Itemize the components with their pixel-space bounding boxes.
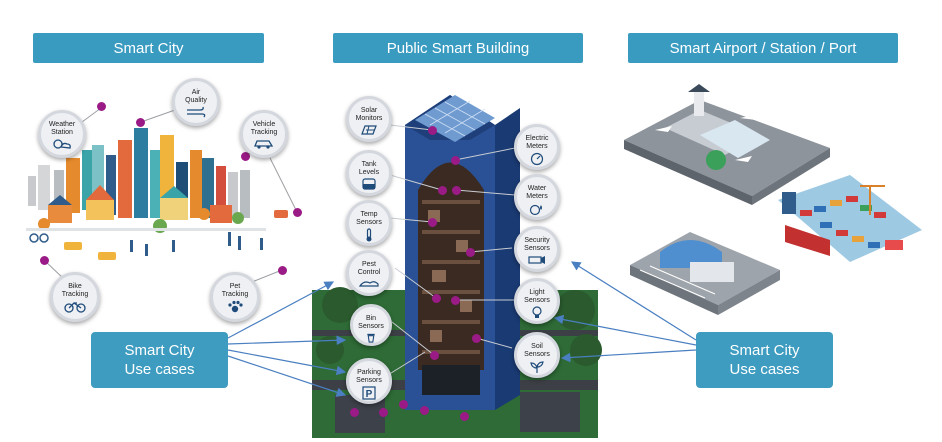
connector-dot	[451, 156, 460, 165]
bubble-pest-control: Pest Control	[346, 250, 392, 296]
pet-tracking-label: Pet Tracking	[221, 283, 249, 298]
security-sensors-label: Security Sensors	[524, 237, 550, 252]
pest-control-label: Pest Control	[357, 261, 381, 276]
connector-dot	[399, 400, 408, 409]
solar-panel-icon	[361, 125, 377, 135]
header-public-building-label: Public Smart Building	[386, 39, 530, 57]
airport-illustration	[624, 84, 830, 205]
weather-station-label: Weather Station	[48, 121, 76, 136]
bubble-light-sensors: Light Sensors	[514, 278, 560, 324]
connector-dot	[428, 126, 437, 135]
bubble-weather-station: Weather Station	[38, 110, 86, 158]
header-smart-city: Smart City	[33, 33, 264, 63]
air-quality-label: Air Quality	[185, 89, 207, 104]
connector-dot	[432, 294, 441, 303]
parking-icon: P	[362, 386, 376, 400]
lightbulb-icon	[532, 306, 542, 318]
bubble-water-meters: Water Meters	[514, 174, 560, 220]
header-smart-city-label: Smart City	[113, 39, 184, 57]
connector-dot	[293, 208, 302, 217]
bike-tracking-label: Bike Tracking	[61, 283, 89, 298]
callout-left-line1: Smart City	[124, 342, 195, 359]
connector-dot	[460, 412, 469, 421]
bike-icon	[64, 302, 86, 313]
svg-text:P: P	[366, 389, 373, 400]
bubble-parking-sensors: Parking Sensors P	[346, 358, 392, 404]
callout-right-line2: Use cases	[729, 361, 800, 378]
bubble-tank-levels: Tank Levels	[346, 150, 392, 196]
light-sensors-label: Light Sensors	[524, 289, 550, 304]
header-public-building: Public Smart Building	[333, 33, 583, 63]
bubble-bike-tracking: Bike Tracking	[50, 272, 100, 322]
bubble-pet-tracking: Pet Tracking	[210, 272, 260, 322]
bubble-solar-monitors: Solar Monitors	[346, 96, 392, 142]
city-skyline-illustration	[26, 128, 288, 260]
connector-dot	[428, 218, 437, 227]
camera-icon	[528, 256, 545, 264]
bin-sensors-label: Bin Sensors	[358, 315, 384, 330]
bubble-security-sensors: Security Sensors	[514, 226, 560, 272]
callout-left-use-cases: Smart City Use cases	[91, 332, 228, 388]
connector-dot	[466, 248, 475, 257]
electric-meter-icon	[530, 152, 544, 166]
callout-right-use-cases: Smart City Use cases	[696, 332, 833, 388]
connector-dot	[278, 266, 287, 275]
temp-sensors-label: Temp Sensors	[356, 211, 382, 226]
connector-dot	[451, 296, 460, 305]
connector-dot	[420, 406, 429, 415]
tank-icon	[362, 178, 376, 190]
solar-monitors-label: Solar Monitors	[355, 107, 383, 122]
connector-dot	[136, 118, 145, 127]
bubble-bin-sensors: Bin Sensors	[350, 304, 392, 346]
electric-meters-label: Electric Meters	[525, 135, 549, 150]
vehicle-tracking-label: Vehicle Tracking	[250, 121, 278, 136]
station-illustration	[630, 232, 780, 315]
tank-levels-label: Tank Levels	[358, 161, 380, 176]
connector-dot	[452, 186, 461, 195]
bubble-air-quality: Air Quality	[172, 78, 220, 126]
header-airport: Smart Airport / Station / Port	[628, 33, 898, 63]
connector-dot	[430, 351, 439, 360]
connector-dot	[438, 186, 447, 195]
bubble-soil-sensors: Soil Sensors	[514, 332, 560, 378]
header-airport-label: Smart Airport / Station / Port	[669, 39, 857, 57]
pest-icon	[358, 281, 379, 287]
water-meter-icon	[529, 204, 542, 216]
connector-dot	[241, 152, 250, 161]
port-illustration	[778, 175, 922, 262]
parking-sensors-label: Parking Sensors	[356, 369, 382, 384]
bubble-temp-sensors: Temp Sensors	[346, 200, 392, 246]
connector-dot	[40, 256, 49, 265]
water-meters-label: Water Meters	[526, 185, 548, 200]
right-callout-arrows	[553, 261, 697, 363]
connector-dot	[350, 408, 359, 417]
callout-right-line1: Smart City	[729, 342, 800, 359]
soil-sensors-label: Soil Sensors	[524, 343, 550, 358]
bin-icon	[367, 333, 375, 343]
thermometer-icon	[366, 228, 372, 242]
plant-icon	[530, 361, 544, 373]
callout-left-line2: Use cases	[124, 361, 195, 378]
bubble-vehicle-tracking: Vehicle Tracking	[240, 110, 288, 158]
wind-icon	[187, 106, 206, 118]
car-icon	[254, 140, 274, 149]
bubble-electric-meters: Electric Meters	[514, 124, 560, 170]
paw-icon	[228, 300, 243, 313]
left-callout-arrows	[227, 281, 347, 397]
weather-icon	[53, 139, 71, 149]
connector-dot	[472, 334, 481, 343]
connector-dot	[379, 408, 388, 417]
connector-dot	[97, 102, 106, 111]
